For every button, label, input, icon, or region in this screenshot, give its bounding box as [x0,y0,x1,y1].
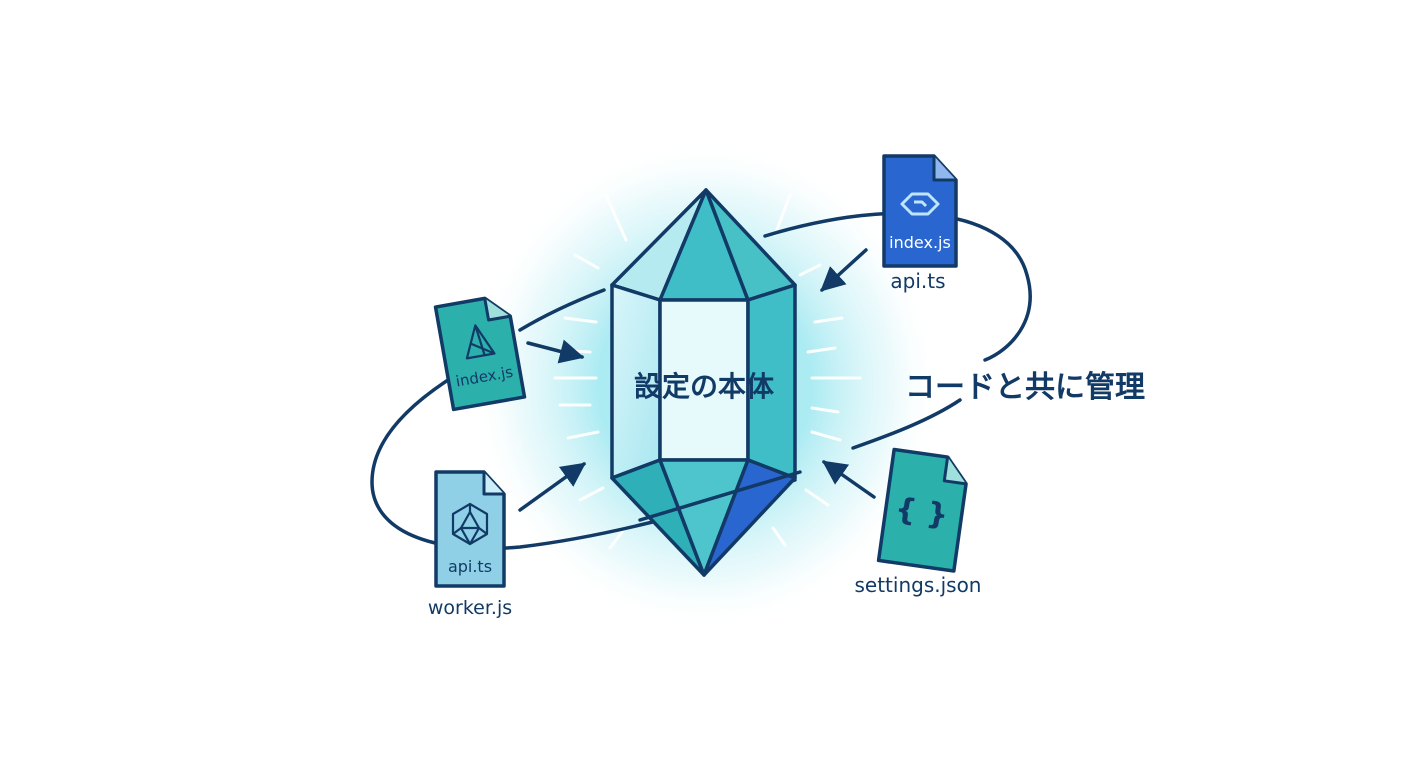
file-left-upper: index.js [433,296,527,412]
file-left-lower-caption: worker.js [428,597,512,619]
arrow-left-lower [518,462,586,512]
file-left-lower: api.ts worker.js [428,470,512,619]
arrow-top-right [820,248,868,292]
orbit-ring-front [638,470,802,522]
json-braces-icon: { } [893,491,951,533]
arrow-left-upper [526,339,585,364]
pyramid-icon [465,324,496,360]
file-top-right-badge: index.js [889,233,951,252]
file-left-lower-badge: api.ts [448,557,492,576]
file-bottom-right: { } [876,447,968,573]
caption-label: コードと共に管理 [905,370,1145,405]
arrow-bottom-right [821,460,876,499]
file-icon [433,296,527,412]
file-top-right-caption: api.ts [890,269,945,293]
file-bottom-right-caption: settings.json [854,573,981,597]
polyhedron-icon [451,502,489,546]
center-label: 設定の本体 [634,370,775,403]
arrows [518,248,876,512]
crystal [610,188,797,577]
file-icon [882,154,958,268]
code-bracket-icon [900,192,940,216]
file-top-right: index.js api.ts [882,154,958,293]
